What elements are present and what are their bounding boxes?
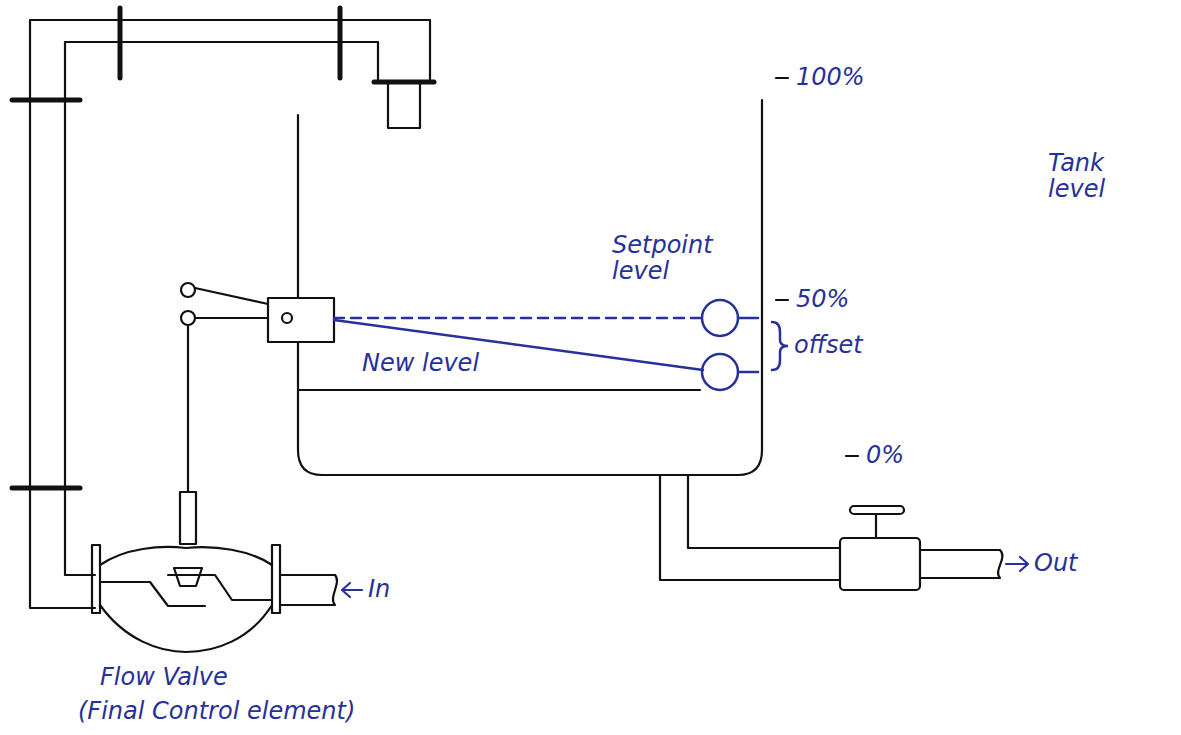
level-label: New level: [362, 350, 479, 376]
outlet-valve: [840, 538, 920, 590]
scale-ticks: [776, 78, 858, 456]
scale-mark: 100%: [796, 64, 865, 90]
valve-flange: [272, 545, 280, 613]
valve-body: [100, 547, 272, 652]
setpoint-float: [702, 300, 738, 336]
flow-label: In: [368, 576, 390, 602]
pivot-circle: [181, 283, 195, 297]
outlet-pipe: [660, 475, 840, 580]
feed-pipe-inner: [65, 42, 378, 575]
float-tick: [738, 317, 758, 320]
pivot-box: [268, 298, 334, 342]
tank-wall: [298, 100, 762, 475]
float-tick: [738, 371, 758, 374]
outlet-pipe-end: [920, 550, 1002, 578]
new-level-float: [702, 354, 738, 390]
pivot-circle: [181, 311, 195, 325]
valve-rod: [187, 326, 189, 492]
valve-stem: [180, 492, 196, 544]
scale-mark: 0%: [866, 442, 904, 468]
inlet-arrow: [342, 583, 362, 597]
feed-pipe-outer: [30, 20, 430, 608]
part-name: Flow Valve: [100, 664, 228, 690]
inlet-pipe: [280, 575, 337, 605]
outlet-valve-stem: [875, 514, 877, 538]
offset-brace: [772, 322, 788, 370]
axis-label: Tank level: [1048, 150, 1105, 203]
part-note: (Final Control element): [78, 698, 355, 724]
pipe-flanges: [12, 8, 434, 488]
setpoint-lever: [334, 317, 702, 320]
outlet-valve-handle: [850, 506, 904, 514]
valve-seat: [100, 575, 272, 606]
linkage: [195, 288, 268, 304]
setpoint-label: Setpoint level: [612, 232, 713, 285]
valve-plug: [174, 568, 202, 586]
scale-mark: 50%: [796, 286, 849, 312]
flow-label: Out: [1034, 550, 1078, 576]
offset-label: offset: [794, 332, 863, 358]
valve-flange: [92, 545, 100, 613]
water-level: [298, 389, 700, 391]
pipe-spout: [388, 84, 420, 128]
outlet-arrow: [1006, 557, 1028, 571]
pivot-pin: [282, 313, 292, 323]
linkage: [195, 317, 268, 319]
